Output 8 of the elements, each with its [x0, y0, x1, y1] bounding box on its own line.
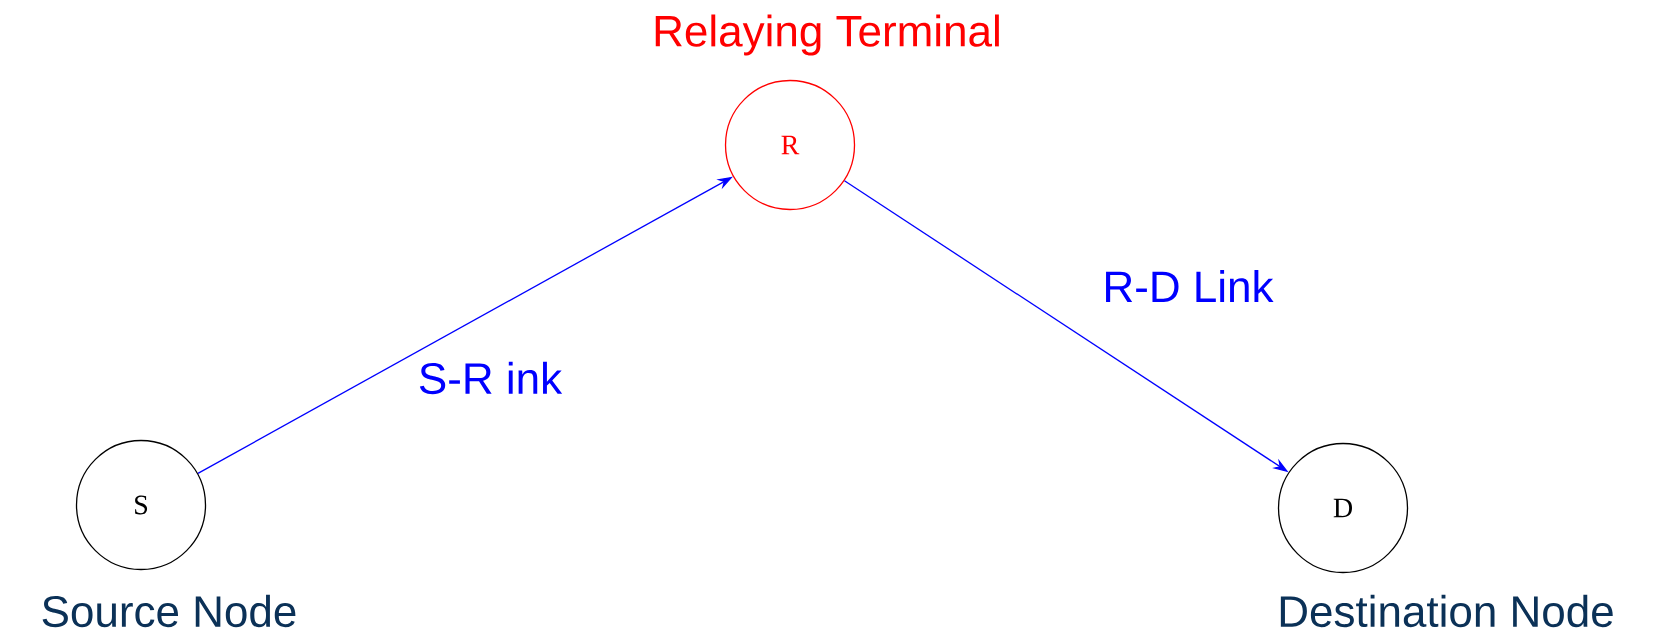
node-caption: Relaying Terminal: [655, 14, 999, 56]
edge-label: R-D Link: [1106, 270, 1274, 302]
circle-node: S: [75, 439, 207, 571]
node-caption: Destination Node: [1280, 594, 1613, 628]
node-caption: Source Node: [42, 594, 296, 628]
circle-node: D: [1277, 442, 1409, 574]
edge-label: S-R ink: [419, 361, 563, 395]
circle-node: R: [724, 79, 856, 211]
